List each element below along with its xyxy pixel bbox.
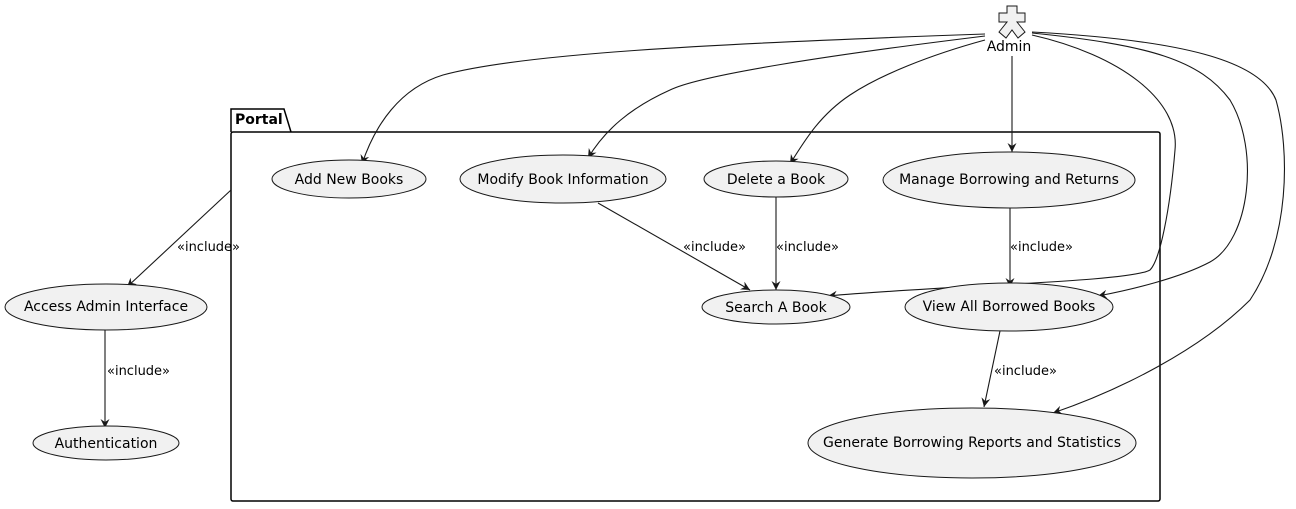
include-label: «include»	[177, 240, 240, 255]
package-tab	[230, 108, 292, 133]
assoc-admin-modify-info	[587, 35, 986, 159]
include-relations	[100, 189, 1015, 428]
actor-name: Admin	[987, 39, 1032, 55]
assoc-admin-delete-book	[789, 39, 986, 165]
include-label: «include»	[1010, 240, 1073, 255]
include-portal-admin-interface	[126, 189, 232, 288]
include-label: «include»	[683, 240, 746, 255]
usecase-view-all-borrowed-books[interactable]: View All Borrowed Books	[904, 282, 1114, 332]
usecase-label: Manage Borrowing and Returns	[899, 172, 1119, 188]
usecase-label: Access Admin Interface	[24, 299, 188, 315]
include-modify-search	[597, 202, 751, 291]
assoc-admin-view-borrowed	[1031, 32, 1248, 299]
include-label: «include»	[994, 364, 1057, 379]
usecase-label: Generate Borrowing Reports and Statistic…	[823, 435, 1121, 451]
admin-actor[interactable]: Admin	[987, 5, 1032, 55]
include-label: «include»	[107, 364, 170, 379]
usecase-manage-borrowing-returns[interactable]: Manage Borrowing and Returns	[882, 151, 1136, 209]
usecase-delete-a-book[interactable]: Delete a Book	[703, 160, 849, 198]
package-body	[230, 131, 1161, 502]
usecase-label: Search A Book	[725, 300, 827, 316]
usecase-authentication[interactable]: Authentication	[32, 425, 180, 461]
usecase-label: View All Borrowed Books	[923, 299, 1096, 315]
usecase-search-a-book[interactable]: Search A Book	[701, 289, 851, 325]
include-view-reports	[981, 330, 1001, 408]
usecase-generate-reports[interactable]: Generate Borrowing Reports and Statistic…	[807, 407, 1137, 479]
admin-associations	[360, 31, 1285, 415]
usecase-label: Delete a Book	[727, 172, 826, 188]
package-title: Portal	[235, 112, 283, 128]
usecase-label: Add New Books	[295, 172, 404, 188]
actor-icon	[998, 5, 1026, 39]
use-cases: Add New Books Modify Book Information De…	[4, 151, 1137, 479]
portal-package: Portal	[230, 108, 1161, 502]
usecase-label: Authentication	[55, 436, 158, 452]
usecase-add-new-books[interactable]: Add New Books	[271, 159, 427, 199]
include-labels: «include» «include» «include» «include» …	[107, 240, 1073, 379]
usecase-access-admin-interface[interactable]: Access Admin Interface	[4, 283, 208, 331]
usecase-label: Modify Book Information	[477, 172, 648, 188]
assoc-admin-reports	[1031, 31, 1285, 415]
usecase-modify-book-information[interactable]: Modify Book Information	[459, 154, 667, 204]
assoc-admin-add-books	[360, 33, 986, 165]
include-label: «include»	[776, 240, 839, 255]
